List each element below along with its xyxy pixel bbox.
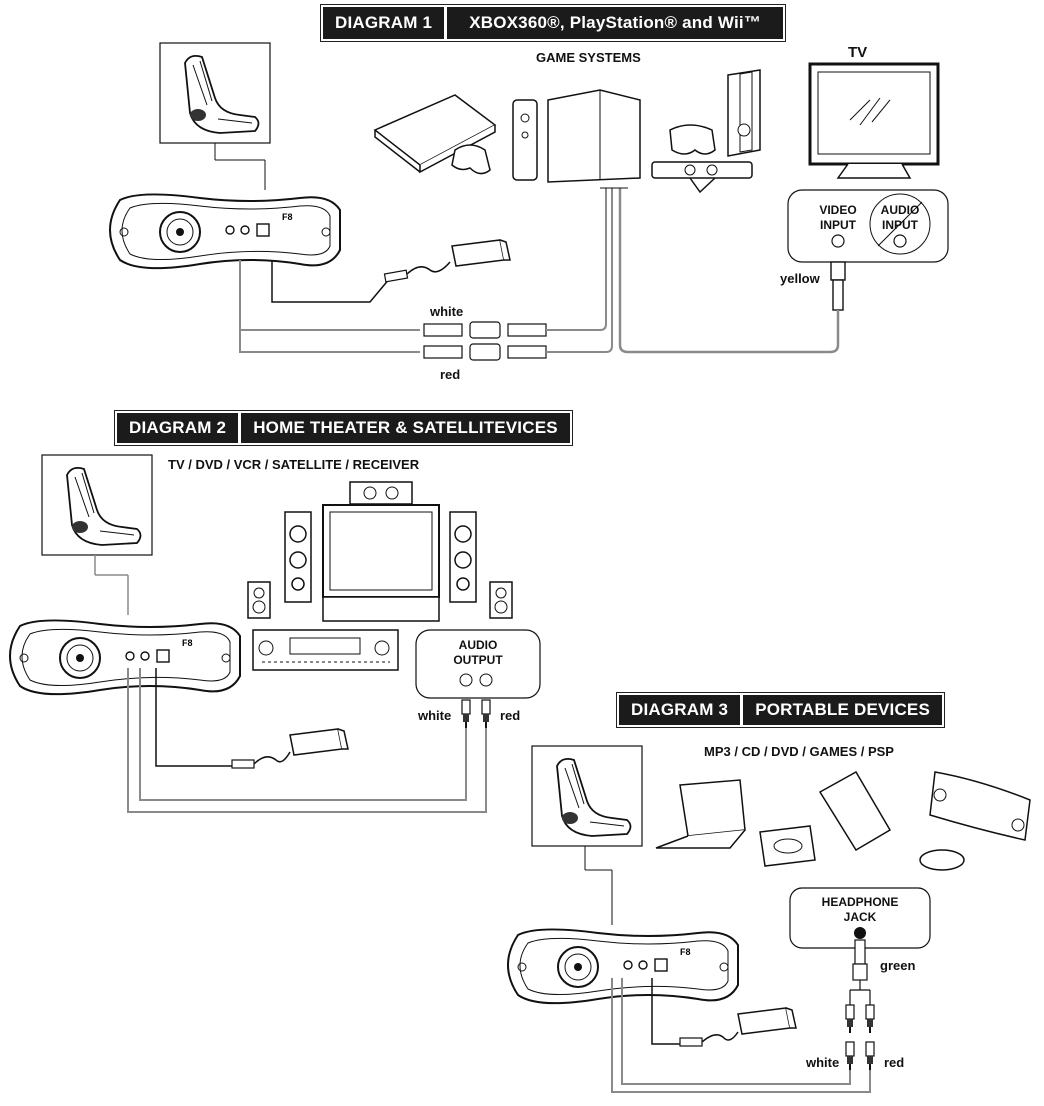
diagram1-label: DIAGRAM 1 — [323, 7, 444, 39]
rca-plug-white-3 — [846, 1042, 854, 1070]
control-panel-1 — [110, 194, 340, 268]
green-label: green — [880, 958, 915, 973]
headphone-jack-label: HEADPHONE JACK — [810, 895, 910, 925]
audio-output-label: AUDIO OUTPUT — [446, 638, 510, 668]
d3-sources-label: MP3 / CD / DVD / GAMES / PSP — [704, 744, 894, 759]
power-adapter-3 — [738, 1008, 796, 1034]
d2-sources-label: TV / DVD / VCR / SATELLITE / RECEIVER — [168, 457, 419, 472]
portable-devices — [656, 772, 1030, 870]
game-systems-label: GAME SYSTEMS — [536, 50, 641, 65]
xbox360-console — [652, 70, 760, 192]
rca-plug-red-3 — [866, 1042, 874, 1070]
tv-label: TV — [848, 44, 867, 61]
yellow-label: yellow — [780, 271, 820, 286]
rca-set-white — [424, 322, 546, 338]
diagram3-title: PORTABLE DEVICES — [743, 695, 942, 725]
gaming-chair-1 — [160, 43, 270, 143]
control-panel-2 — [10, 620, 240, 694]
power-adapter-2 — [290, 729, 348, 755]
video-input-label: VIDEO INPUT — [812, 203, 864, 233]
white-label-3: white — [806, 1055, 839, 1070]
white-label-2: white — [418, 708, 451, 723]
red-label-1: red — [440, 367, 460, 382]
gaming-chair-3 — [532, 746, 642, 846]
audio-input-label: AUDIO INPUT — [874, 203, 926, 233]
rca-plug-red-2 — [482, 700, 490, 728]
diagram3-banner: DIAGRAM 3 PORTABLE DEVICES — [616, 692, 945, 728]
power-adapter-1 — [452, 240, 510, 266]
red-label-2: red — [500, 708, 520, 723]
gaming-chair-2 — [42, 455, 152, 555]
white-label-1: white — [430, 304, 463, 319]
diagram1-title: XBOX360®, PlayStation® and Wii™ — [447, 7, 783, 39]
diagram1-banner: DIAGRAM 1 XBOX360®, PlayStation® and Wii… — [320, 4, 786, 42]
diagram3-label: DIAGRAM 3 — [619, 695, 740, 725]
ps3-console — [375, 95, 495, 174]
diagram2-label: DIAGRAM 2 — [117, 413, 238, 443]
diagram2-title: HOME THEATER & SATELLITEVICES — [241, 413, 570, 443]
wii-console — [513, 90, 640, 182]
rca-plug-white-2 — [462, 700, 470, 728]
rca-set-red — [424, 344, 546, 360]
red-label-3: red — [884, 1055, 904, 1070]
diagram2-banner: DIAGRAM 2 HOME THEATER & SATELLITEVICES — [114, 410, 573, 446]
tv-set — [810, 64, 938, 178]
